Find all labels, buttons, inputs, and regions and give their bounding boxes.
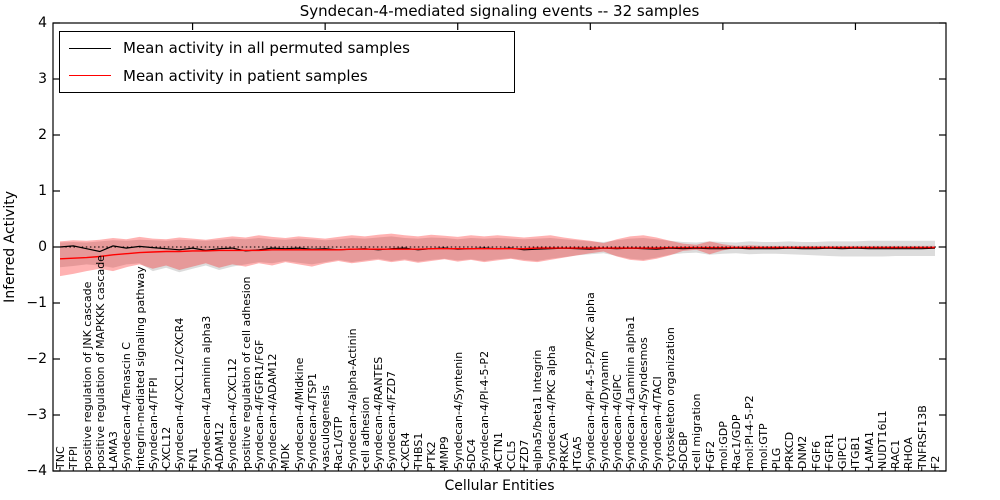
x-tick-label: ITGA5	[571, 435, 585, 469]
y-tick-label: −3	[26, 407, 47, 423]
x-tick-label: PLG	[769, 447, 783, 469]
x-tick-label: GIPC1	[836, 435, 850, 469]
x-tick-label: PTK2	[425, 441, 439, 469]
x-tick-label: mol:PI-4-5-P2	[743, 395, 757, 469]
x-tick-label: Syndecan-4/PI-4-5-P2	[478, 350, 492, 469]
x-tick-label: Syndecan-4/FGFR1/FGF	[252, 339, 266, 469]
y-tick-label: 1	[38, 183, 47, 199]
x-tick-label: FGF2	[703, 440, 717, 469]
x-tick-label: Rac1/GDP	[730, 414, 744, 469]
y-tick-label: 2	[38, 127, 47, 143]
x-tick-label: mol:GTP	[756, 423, 770, 469]
x-tick-label: CXCL12	[160, 426, 174, 469]
series-line-1	[59, 246, 935, 260]
x-tick-label: Syndecan-4/TACI	[650, 376, 664, 469]
x-tick-label: FN1	[186, 447, 200, 469]
x-tick-label: TNFRSF13B	[915, 405, 929, 469]
x-tick-label: cell adhesion	[358, 396, 372, 469]
x-tick-label: THBS1	[411, 432, 425, 469]
x-tick-label: cell migration	[690, 393, 704, 469]
x-tick-label: PRKCA	[557, 432, 571, 469]
y-tick-label: 4	[38, 15, 47, 31]
x-tick-label: FGF6	[809, 440, 823, 469]
legend-item-patient: Mean activity in patient samples	[60, 63, 514, 89]
x-tick-label: Syndecan-4/FZD7	[385, 371, 399, 469]
x-tick-label: CCL5	[504, 440, 518, 470]
x-tick-label: ITGB1	[849, 435, 863, 469]
x-tick-label: positive regulation of cell adhesion	[239, 276, 253, 469]
x-tick-label: vasculogenesis	[319, 385, 333, 469]
x-tick-label: FGFR1	[822, 433, 836, 469]
y-tick-label: −1	[26, 295, 47, 311]
x-tick-label: SDC4	[464, 438, 478, 469]
y-tick-label: −2	[26, 351, 47, 367]
x-tick-label: Syndecan-4/PI-4-5-P2/PKC alpha	[584, 292, 598, 469]
legend-item-permuted: Mean activity in all permuted samples	[60, 35, 514, 61]
x-tick-label: Syndecan-4/ADAM12	[266, 353, 280, 469]
x-tick-label: integrin-mediated signaling pathway	[133, 266, 147, 469]
legend-label-patient: Mean activity in patient samples	[123, 66, 368, 85]
legend-label-permuted: Mean activity in all permuted samples	[123, 39, 410, 58]
x-tick-label: SDCBP	[677, 431, 691, 469]
x-tick-label: FZD7	[518, 439, 531, 469]
x-tick-label: NUDT16L1	[875, 410, 889, 469]
x-tick-label: mol:GDP	[716, 421, 730, 469]
x-tick-label: alpha5/beta1 Integrin	[531, 349, 545, 469]
x-tick-label: Syndecan-4/TSP1	[305, 373, 319, 469]
x-tick-label: positive regulation of JNK cascade	[80, 281, 94, 469]
legend: Mean activity in all permuted samples Me…	[59, 31, 515, 93]
x-tick-label: Syndecan-4/PKC alpha	[544, 345, 558, 469]
x-tick-label: Syndecan-4/CXCL12/CXCR4	[173, 317, 187, 469]
x-tick-label: ADAM12	[213, 422, 227, 469]
chart-title: Syndecan-4-mediated signaling events -- …	[299, 2, 700, 20]
x-tick-label: RHOA	[902, 437, 916, 469]
x-tick-label: CXCR4	[398, 432, 412, 469]
x-tick-label: cytoskeleton organization	[663, 327, 677, 469]
y-tick-label: 0	[38, 239, 47, 255]
y-tick-label: −4	[26, 463, 47, 479]
x-tick-label: MMP9	[438, 436, 452, 469]
x-tick-label: Syndecan-4/Syntenin	[451, 351, 465, 469]
x-tick-label: DNM2	[796, 435, 810, 469]
x-tick-label: ACTN1	[491, 432, 505, 469]
x-tick-label: Syndecan-4/Laminin alpha3	[199, 315, 213, 469]
x-axis-title: Cellular Entities	[444, 478, 555, 494]
x-tick-label: MDK	[279, 443, 293, 469]
x-tick-label: PRKCD	[783, 431, 797, 469]
x-tick-label: Syndecan-4/TFPI	[146, 377, 160, 469]
band-1	[60, 233, 935, 277]
y-tick-label: 3	[38, 71, 47, 87]
x-tick-label: Rac1/GTP	[332, 416, 346, 469]
permuted-line-swatch	[69, 47, 111, 49]
band-0	[60, 236, 935, 273]
x-tick-label: Syndecan-4/alpha-Actinin	[345, 328, 359, 469]
x-tick-label: TNC	[54, 446, 67, 469]
x-tick-label: Syndecan-4/Midkine	[292, 357, 306, 469]
x-tick-label: TFPI	[67, 446, 81, 469]
x-tick-label: LAMA1	[862, 431, 876, 469]
x-tick-label: F2	[929, 455, 942, 469]
x-tick-label: Syndecan-4/CXCL12	[226, 358, 240, 469]
x-tick-label: Syndecan-4/Syndesmos	[637, 337, 651, 469]
x-tick-label: Syndecan-4/Laminin alpha1	[624, 315, 638, 469]
x-tick-label: Syndecan-4/RANTES	[372, 356, 386, 469]
x-tick-label: Syndecan-4/Tenascin C	[120, 342, 134, 469]
x-tick-label: Syndecan-4/Dynamin	[597, 350, 611, 469]
x-tick-label: positive regulation of MAPKKK cascade	[93, 255, 107, 469]
x-tick-label: LAMA3	[107, 431, 121, 469]
patient-line-swatch	[69, 75, 111, 77]
x-tick-label: Syndecan-4/GIPC	[610, 374, 624, 469]
x-tick-label: RAC1	[889, 439, 903, 469]
